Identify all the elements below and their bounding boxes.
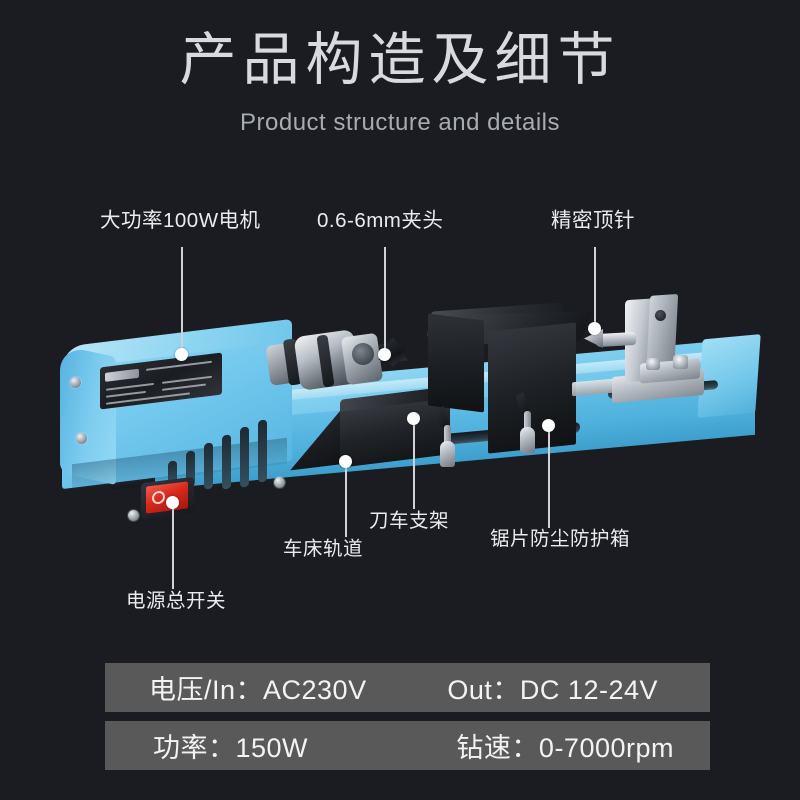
marker-dot-chuck [378,348,391,361]
brand-mark [105,368,139,382]
specifications-table: 电压/In：AC230V Out：DC 12-24V 功率：150W 钻速：0-… [105,663,710,770]
dust-guard-side-panel [428,313,484,413]
leader-line-center-pin [594,247,596,327]
vent-slot [240,426,249,488]
clamp-stem [444,425,451,449]
screw [274,477,285,488]
marker-dot-center-pin [588,322,601,335]
marker-dot-power-switch [166,496,179,509]
vent-slot [204,442,213,490]
callout-label-tool-rest: 刀车支架 [369,510,450,532]
screw [76,433,87,444]
wing-nut-clamp[interactable] [440,441,455,467]
lathe-bed-end [697,334,761,418]
spec-power: 功率：150W [153,733,309,763]
tailstock-bolt [646,358,660,370]
callout-label-dust-box: 锯片防尘防护箱 [490,528,631,550]
spec-drill-speed: 钻速：0-7000rpm [456,733,674,763]
tailstock-bolt [673,355,688,369]
clamp-stem [524,411,531,435]
marker-dot-tool-rest [407,412,420,425]
spec-input-voltage: 电压/In：AC230V [149,675,367,705]
leader-line-tool-rest [413,421,415,509]
spec-row: 功率：150W 钻速：0-7000rpm [105,721,710,770]
vent-slot [258,419,267,483]
product-illustration [0,255,800,585]
page-subtitle: Product structure and details [240,109,560,136]
wing-nut-clamp[interactable] [520,427,535,453]
leader-line-motor [181,247,183,352]
screw [70,377,81,388]
leader-line-chuck [384,247,386,351]
callout-label-bed-rail: 车床轨道 [283,538,364,560]
leader-line-bed-rail [345,464,347,537]
marker-dot-bed-rail [339,455,352,468]
leader-line-power-switch [172,505,174,589]
spec-output-voltage: Out：DC 12-24V [447,675,658,705]
marker-dot-dust-box [542,419,555,432]
tailstock-bore-hole [655,310,666,321]
callout-label-motor: 大功率100W电机 [100,209,261,232]
leader-line-dust-box [548,428,550,528]
vent-slot [222,434,231,490]
page-title: 产品构造及细节 [179,28,621,92]
header: 产品构造及细节 Product structure and details [0,0,800,137]
callout-label-power-switch: 电源总开关 [126,590,227,612]
marker-dot-motor [175,348,188,361]
screw [128,510,139,521]
callout-label-center-pin: 精密顶针 [551,209,635,232]
spec-row: 电压/In：AC230V Out：DC 12-24V [105,663,710,712]
callout-label-chuck: 0.6-6mm夹头 [317,209,444,232]
